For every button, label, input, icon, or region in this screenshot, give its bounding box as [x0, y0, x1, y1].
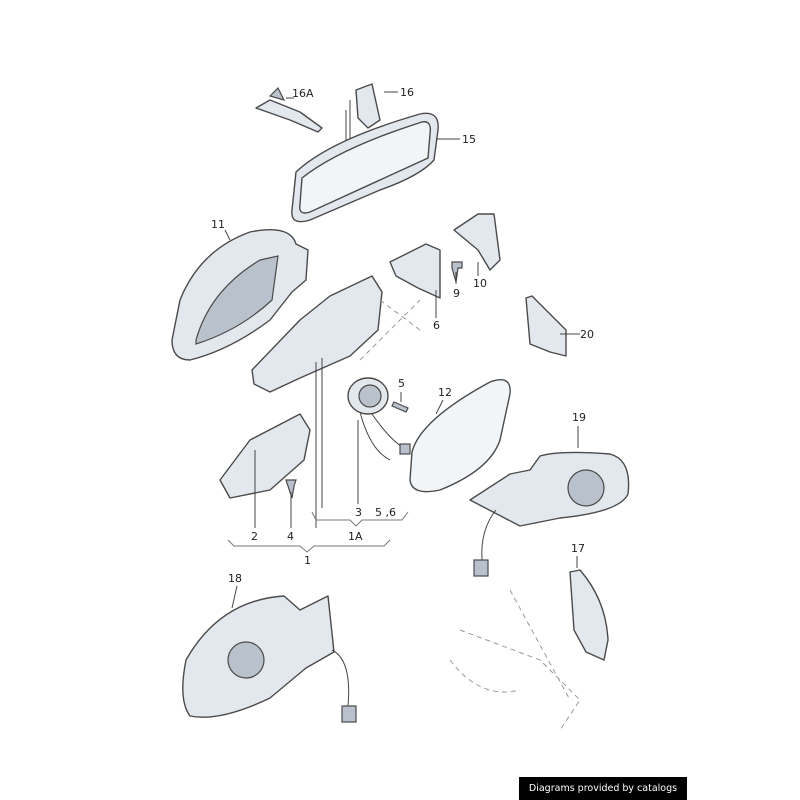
- part-12-mirror-glass: [409, 379, 511, 493]
- label-16A: 16A: [292, 87, 314, 100]
- label-6: 6: [433, 319, 440, 332]
- label-3: 3: [355, 506, 362, 519]
- label-5: 5: [398, 377, 405, 390]
- label-4: 4: [287, 530, 294, 543]
- label-10: 10: [473, 277, 487, 290]
- part-6-plate: [389, 243, 441, 299]
- footer-credit: Diagrams provided by catalogs parts: [519, 777, 687, 800]
- label-16: 16: [400, 86, 414, 99]
- part-1-base-plate: [251, 275, 421, 393]
- part-20-trim: [525, 295, 567, 357]
- label-2: 2: [251, 530, 258, 543]
- car-door-outline: [449, 589, 581, 731]
- label-12: 12: [438, 386, 452, 399]
- label-1: 1: [304, 554, 311, 567]
- part-17-trim: [569, 569, 609, 661]
- part-11-housing-cover: [171, 229, 309, 361]
- part-10-cap: [453, 213, 501, 271]
- label-20: 20: [580, 328, 594, 341]
- label-11: 11: [211, 218, 225, 231]
- part-19-complete-mirror: [469, 451, 630, 577]
- label-9: 9: [453, 287, 460, 300]
- part-16A-clip: [255, 86, 323, 133]
- part-5-screw: [391, 401, 409, 413]
- part-4-screw: [285, 479, 297, 499]
- part-15-rearview-mirror: [291, 112, 439, 223]
- leader-lines: [224, 91, 580, 609]
- part-2-lower-trim: [219, 413, 311, 499]
- label-19: 19: [572, 411, 586, 424]
- part-9-screw: [451, 261, 463, 283]
- label-1A: 1A: [348, 530, 363, 543]
- label-5-6: 5 ,6: [375, 506, 396, 519]
- label-15: 15: [462, 133, 476, 146]
- part-3-motor: [347, 377, 411, 461]
- part-18-complete-mirror: [182, 595, 357, 723]
- label-17: 17: [571, 542, 585, 555]
- label-18: 18: [228, 572, 242, 585]
